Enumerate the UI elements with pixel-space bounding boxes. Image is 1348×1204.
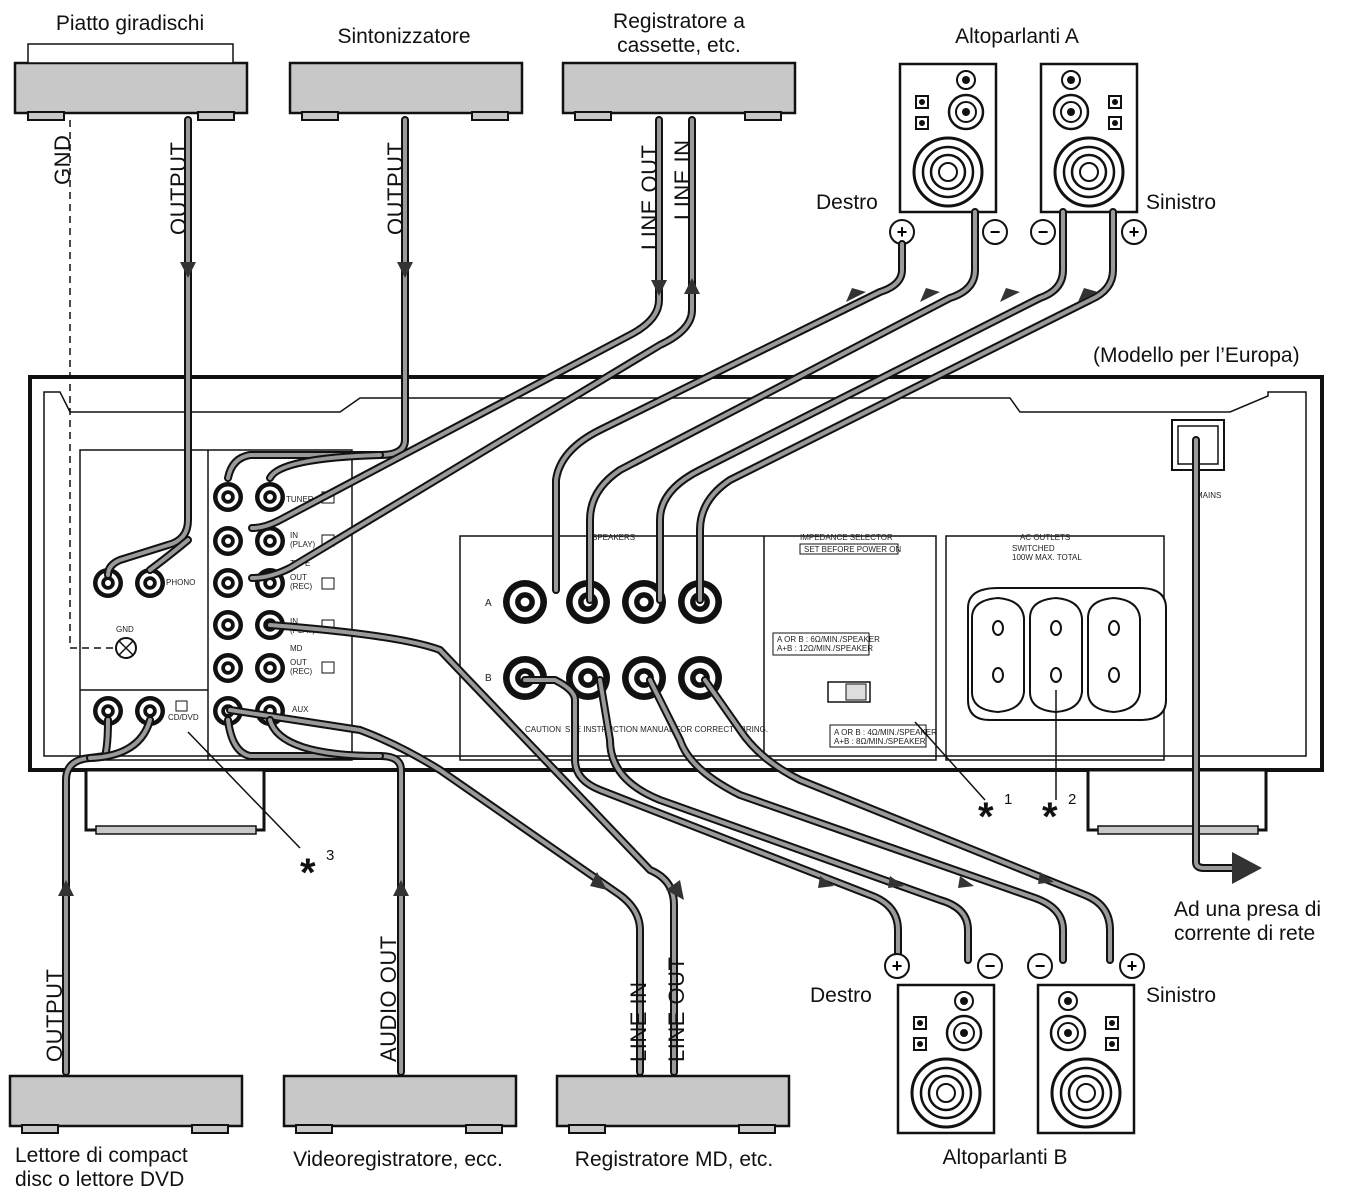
panel-ac-outlets-label: AC OUTLETS (1020, 533, 1070, 542)
panel-impedance-label: IMPEDANCE SELECTOR (800, 533, 893, 542)
svg-text:+: + (1129, 222, 1140, 242)
panel-row-b: B (485, 673, 492, 684)
rca-jack-r-1 (255, 482, 285, 512)
tuner-output-label: OUTPUT (383, 142, 408, 235)
panel-speakers-label: SPEAKERS (592, 533, 635, 542)
rca-jack-l-1 (213, 482, 243, 512)
rca-jack-r-5 (255, 653, 285, 683)
speaker-a-left-label: Sinistro (1146, 191, 1216, 214)
gnd-cable-label: GND (50, 135, 75, 185)
panel-caution-label: CAUTION (525, 725, 561, 734)
speakers-a-title: Altoparlanti A (955, 25, 1079, 48)
svg-text:−: − (985, 956, 996, 976)
turntable-device (13, 43, 249, 121)
rca-jack-l-2 (213, 526, 243, 556)
speaker-b-terminals: + − − + (884, 953, 1145, 979)
panel-gnd-label: GND (116, 625, 134, 634)
panel-md-label: MD (290, 644, 303, 653)
vcr-label: Videoregistratore, ecc. (293, 1148, 503, 1171)
panel-tuner-label: TUNER (286, 495, 314, 504)
svg-text:−: − (990, 222, 1001, 242)
phono-jack-l (93, 568, 123, 598)
rca-jack-l-5 (213, 653, 243, 683)
speaker-b-right-label: Destro (810, 984, 872, 1007)
footnote-2: 2 (1068, 791, 1076, 808)
speaker-b-right (896, 983, 996, 1135)
footnote-markers: * 1 * 2 * 3 (187, 690, 1076, 895)
speaker-a-terminal-1 (503, 580, 547, 624)
speaker-a-terminals: + − − + (889, 219, 1147, 245)
svg-text:+: + (897, 222, 908, 242)
vcr-audio-out-label: AUDIO OUT (376, 935, 401, 1062)
panel-phono-label: PHONO (166, 578, 195, 587)
panel-cd-dvd-label: CD/DVD (168, 713, 199, 722)
speaker-a-terminal-3 (622, 580, 666, 624)
speaker-a-right-label: Destro (816, 191, 878, 214)
panel-aux-label: AUX (292, 705, 309, 714)
footnote-3: 3 (326, 847, 334, 864)
ac-outlets (967, 587, 1167, 721)
cd-jack-r (135, 696, 165, 726)
speaker-a-right (898, 62, 998, 214)
md-device (555, 1074, 791, 1134)
cd-jack-l (93, 696, 123, 726)
md-label: Registratore MD, etc. (575, 1148, 773, 1171)
cassette-line-in-label: LINE IN (670, 139, 695, 220)
svg-text:+: + (892, 956, 903, 976)
md-line-out-label: LINE OUT (664, 957, 689, 1062)
cd-output-label: OUTPUT (42, 969, 67, 1062)
speakers-b-title: Altoparlanti B (943, 1146, 1068, 1169)
panel-in-play-1: IN(PLAY) (290, 531, 316, 549)
panel-row-a: A (485, 598, 492, 609)
rca-jack-l-3 (213, 568, 243, 598)
panel-caution-sub: SEE INSTRUCTION MANUAL FOR CORRECT WIRIN… (565, 725, 768, 734)
cassette-line-out-label: LINE OUT (637, 145, 662, 250)
svg-text:+: + (1127, 956, 1138, 976)
turntable-output-label: OUTPUT (166, 142, 191, 235)
md-line-in-label: LINE IN (626, 981, 651, 1062)
speaker-b-left (1036, 983, 1136, 1135)
phono-jack-r (135, 568, 165, 598)
tuner-device (288, 61, 524, 121)
cables (62, 116, 1236, 1076)
turntable-label: Piatto giradischi (56, 12, 204, 35)
svg-text:−: − (1038, 222, 1049, 242)
svg-text:*: * (1042, 795, 1058, 839)
amplifier-foot-left (84, 768, 266, 832)
panel-impedance-sub: SET BEFORE POWER ON (804, 545, 901, 554)
tuner-label: Sintonizzatore (337, 25, 470, 48)
svg-text:*: * (978, 795, 994, 839)
rca-jack-l-4 (213, 610, 243, 640)
vcr-device (282, 1074, 518, 1134)
footnote-1: 1 (1004, 791, 1012, 808)
svg-text:−: − (1035, 956, 1046, 976)
panel-out-rec-2: OUT(REC) (290, 658, 313, 676)
model-note: (Modello per l’Europa) (1093, 344, 1300, 367)
rca-jack-r-2 (255, 526, 285, 556)
speaker-b-left-label: Sinistro (1146, 984, 1216, 1007)
amplifier-foot-right (1086, 768, 1268, 832)
cassette-device (561, 61, 797, 121)
panel-out-rec-1: OUT(REC) (290, 573, 313, 591)
speaker-a-left (1039, 62, 1139, 214)
signal-arrows (58, 262, 1262, 900)
svg-text:*: * (300, 851, 316, 895)
gnd-wire (69, 120, 118, 649)
panel-mains-label: MAINS (1196, 491, 1221, 500)
cd-device (8, 1074, 244, 1134)
